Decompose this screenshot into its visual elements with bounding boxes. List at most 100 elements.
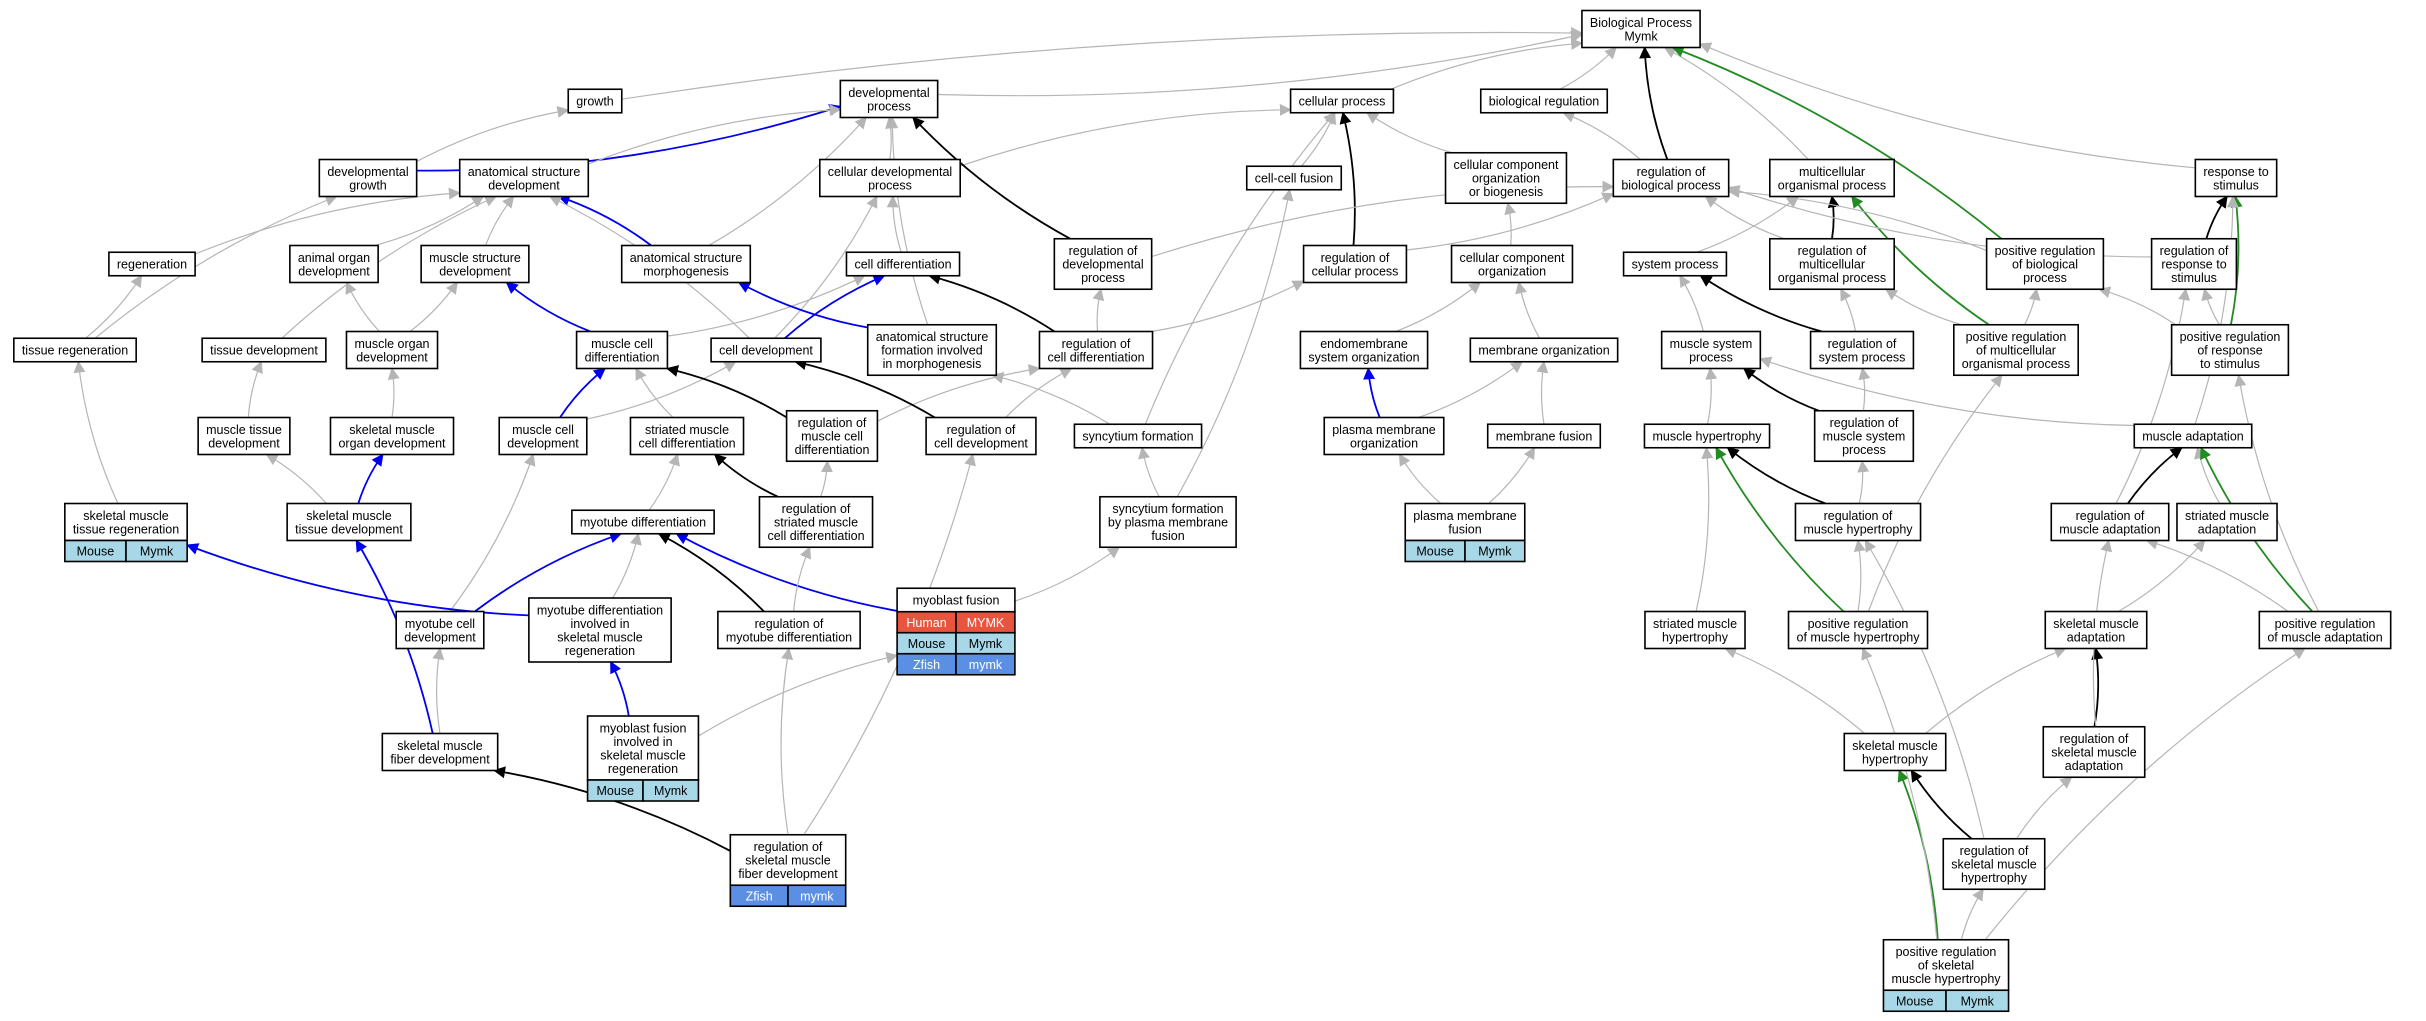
node-label-line: development	[488, 178, 560, 192]
edge-asfm-part_of-devproc	[886, 116, 929, 325]
go-term-node-growth[interactable]: growth	[567, 88, 623, 114]
node-label-line: cell differentiation	[767, 529, 864, 543]
node-label-line: animal organ	[298, 251, 370, 265]
edge-regmcdiff-regulates-mcdiff	[666, 365, 788, 419]
species-label: Human	[906, 616, 946, 630]
node-label-line: organ development	[338, 436, 446, 450]
go-term-node-tissueregen[interactable]: tissue regeneration	[13, 337, 137, 363]
go-term-node-memorg[interactable]: membrane organization	[1469, 337, 1619, 363]
edge-posregmulti-is_a-posregbio	[2023, 288, 2041, 326]
node-label-line: multicellular	[1799, 258, 1865, 272]
edge-regresp-regulates-respstim	[2205, 195, 2228, 240]
node-box	[528, 597, 672, 663]
go-term-node-musadapt[interactable]: muscle adaptation	[2133, 423, 2253, 449]
node-box	[1644, 610, 1746, 650]
go-term-node-muschyper[interactable]: muscle hypertrophy	[1643, 423, 1771, 449]
go-term-node-regeneration[interactable]: regeneration	[108, 251, 196, 277]
node-label-line: regulation of	[1062, 337, 1131, 351]
edge-celldev-has_part-celldiff	[784, 274, 886, 339]
go-term-node-celldev[interactable]: cell development	[710, 337, 822, 363]
edge-mbfregen-has_part-mtdregen	[609, 660, 630, 717]
go-term-node-syncytium[interactable]: syncytium formation	[1073, 423, 1203, 449]
go-term-node-tissuedev[interactable]: tissue development	[201, 337, 327, 363]
node-label-line: adaptation	[2198, 522, 2256, 536]
go-term-node-memfusion[interactable]: membrane fusion	[1486, 423, 1602, 449]
go-term-node-cellproc[interactable]: cellular process	[1289, 88, 1395, 114]
go-term-node-celldiff[interactable]: cell differentiation	[845, 251, 961, 277]
node-label-line: differentiation	[795, 443, 870, 457]
go-term-node-sysproc[interactable]: system process	[1622, 251, 1728, 277]
go-term-node-myotubediff[interactable]: myotube differentiation	[571, 509, 715, 535]
node-label-line: to stimulus	[2200, 357, 2260, 371]
node-label-line: skeletal muscle	[397, 739, 482, 753]
go-term-node-cellcellfusion[interactable]: cell-cell fusion	[1245, 165, 1343, 191]
node-box	[1486, 423, 1602, 449]
node-label-line: organismal process	[1778, 271, 1886, 285]
node-box	[286, 502, 412, 542]
node-box	[1323, 416, 1445, 456]
node-box	[395, 610, 485, 650]
node-box	[2176, 502, 2278, 542]
go-term-node-bioreg[interactable]: biological regulation	[1479, 88, 1609, 114]
node-label-line: cellular process	[1299, 95, 1386, 109]
